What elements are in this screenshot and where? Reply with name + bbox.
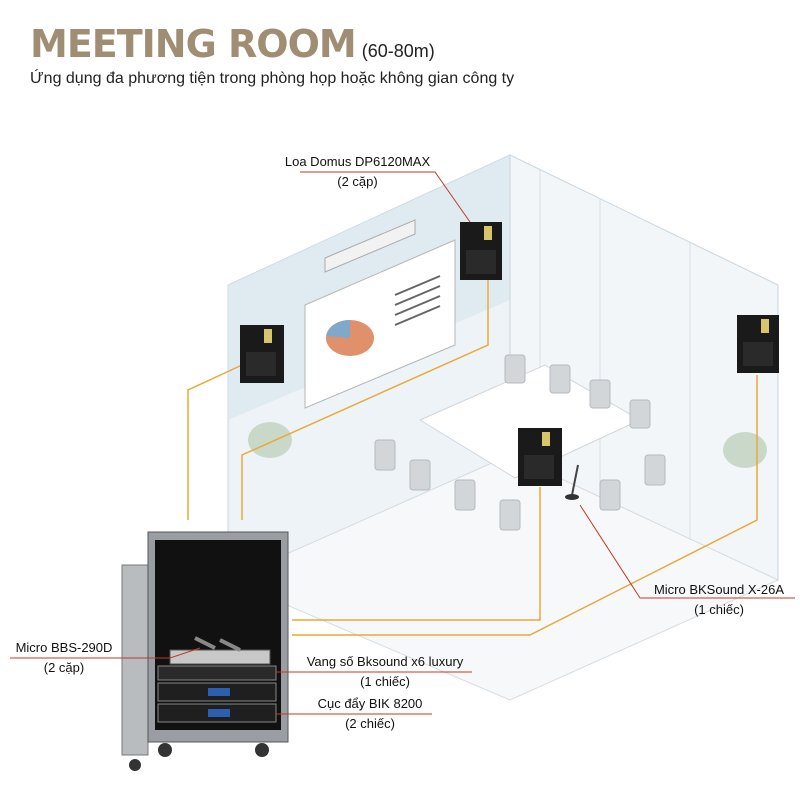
conference-microphone	[565, 464, 579, 500]
chair	[629, 399, 651, 429]
pie-slice-graphic	[326, 319, 350, 338]
wire-speaker-right	[292, 375, 758, 636]
screen-line-3	[394, 295, 441, 316]
air-conditioner	[324, 219, 416, 273]
page-title: MEETING ROOM	[30, 22, 357, 66]
equipment-rack	[121, 531, 289, 771]
rack-wheel	[158, 743, 172, 757]
chair	[504, 354, 526, 384]
rack-amp-2-display	[208, 709, 230, 717]
screen-line-1	[394, 275, 441, 296]
leader-speaker	[300, 171, 471, 223]
page-title-suffix: (60-80m)	[361, 41, 435, 61]
plant-right	[723, 432, 767, 468]
conference-table	[248, 354, 767, 531]
label-mic-conf: Micro BKSound X-26A (1 chiếc)	[640, 580, 798, 620]
label-mixer-qty: (1 chiếc)	[360, 674, 410, 689]
rack-mixer	[157, 665, 277, 681]
wire-speaker-center	[292, 487, 541, 621]
label-mixer-name: Vang số Bksound x6 luxury	[306, 654, 464, 669]
projector-screen	[304, 219, 456, 409]
leader-mic-conf	[579, 504, 795, 599]
chair	[374, 439, 396, 471]
plants	[248, 422, 767, 468]
header: MEETING ROOM (60-80m) Ứng dụng đa phương…	[30, 22, 514, 88]
speaker-right	[737, 315, 779, 373]
chairs	[374, 354, 666, 531]
label-speaker-qty: (2 cặp)	[337, 174, 378, 189]
chair	[454, 479, 476, 511]
label-amp: Cục đẩy BIK 8200 (2 chiếc)	[300, 694, 440, 734]
rack-wheel	[129, 759, 141, 771]
floor	[226, 454, 780, 701]
leader-mic-wireless	[10, 647, 201, 659]
label-amp-qty: (2 chiếc)	[345, 716, 395, 731]
chair	[644, 454, 666, 486]
chair	[549, 364, 571, 394]
wireless-mic-handheld	[194, 636, 216, 650]
chair	[589, 379, 611, 409]
screen-line-2	[394, 285, 441, 306]
chair	[599, 479, 621, 511]
label-mic-conf-name: Micro BKSound X-26A	[653, 582, 785, 597]
label-speaker-name: Loa Domus DP6120MAX	[284, 154, 431, 169]
label-mic-conf-qty: (1 chiếc)	[694, 602, 744, 617]
speaker-center	[518, 428, 562, 486]
speaker-back	[460, 222, 502, 280]
label-leader-lines	[10, 171, 795, 715]
screen-line-4	[394, 305, 441, 326]
plant-left	[248, 422, 292, 458]
label-mic-wireless-name: Micro BBS-290D	[15, 640, 113, 655]
screen-panel	[304, 239, 456, 409]
wireless-mic-handheld	[219, 638, 241, 652]
label-mixer: Vang số Bksound x6 luxury (1 chiếc)	[290, 652, 480, 692]
label-speaker: Loa Domus DP6120MAX (2 cặp)	[270, 152, 445, 192]
rack-side-door	[121, 564, 149, 756]
rack-amp-1-display	[208, 688, 230, 696]
chair	[499, 499, 521, 531]
speakers	[240, 222, 779, 486]
rack-mic-receiver	[169, 649, 271, 665]
rack-wheel	[255, 743, 269, 757]
wire-speaker-left	[187, 364, 243, 520]
wire-speaker-back	[241, 280, 489, 520]
signal-wires	[187, 280, 758, 636]
label-mic-wireless: Micro BBS-290D (2 cặp)	[4, 638, 124, 678]
title-row: MEETING ROOM (60-80m)	[30, 22, 514, 66]
label-amp-name: Cục đẩy BIK 8200	[317, 696, 423, 711]
chair	[409, 459, 431, 491]
label-mic-wireless-qty: (2 cặp)	[43, 660, 85, 675]
page-subtitle: Ứng dụng đa phương tiện trong phòng họp …	[30, 70, 515, 87]
speaker-left	[240, 325, 284, 383]
